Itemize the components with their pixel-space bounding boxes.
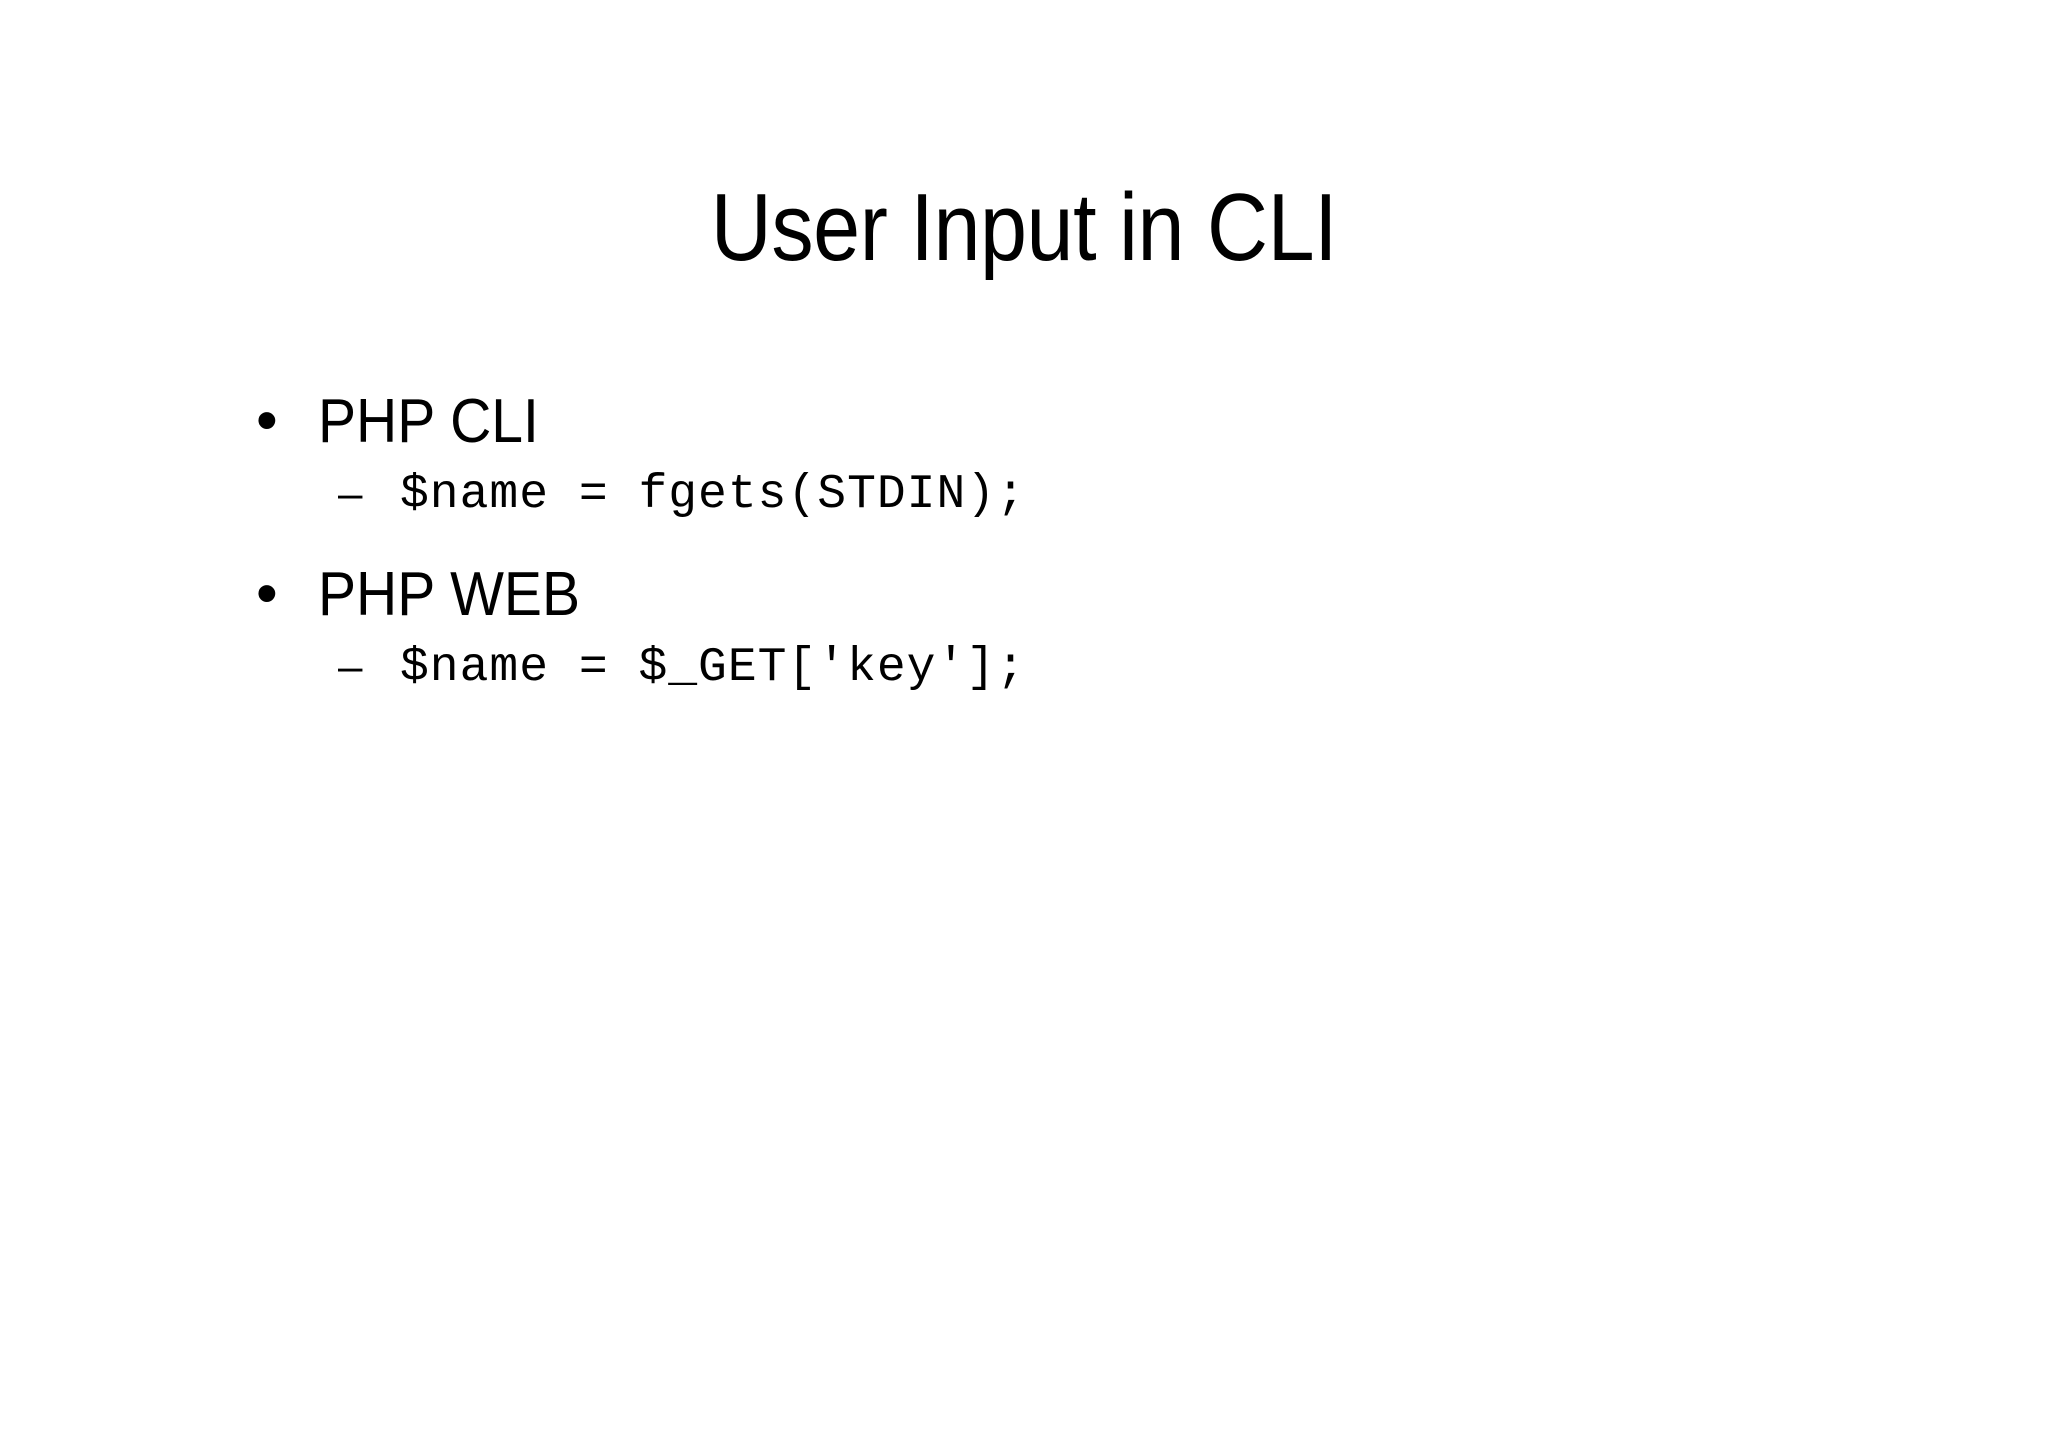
list-item-level2: – $name = $_GET['key']; (250, 640, 1850, 695)
bullet-dot-icon: • (256, 386, 278, 455)
list-item-level2: – $name = fgets(STDIN); (250, 467, 1850, 522)
bullet-dot-icon: • (256, 558, 278, 628)
list-item-level1: • PHP CLI (250, 386, 1850, 456)
slide-body: • PHP CLI – $name = fgets(STDIN); • PHP … (250, 386, 1850, 720)
code-snippet: $name = $_GET['key']; (400, 640, 1026, 695)
bullet-group-1: • PHP CLI – $name = fgets(STDIN); (250, 386, 1850, 522)
bullet-group-2: • PHP WEB – $name = $_GET['key']; (250, 558, 1850, 695)
dash-bullet-icon: – (338, 641, 363, 691)
list-item-level1: • PHP WEB (250, 558, 1850, 629)
dash-bullet-icon: – (338, 468, 363, 518)
code-snippet: $name = fgets(STDIN); (400, 467, 1026, 522)
list-item-level1-label: PHP WEB (318, 559, 581, 629)
list-item-level1-label: PHP CLI (318, 387, 539, 456)
page-title: User Input in CLI (710, 174, 1338, 281)
